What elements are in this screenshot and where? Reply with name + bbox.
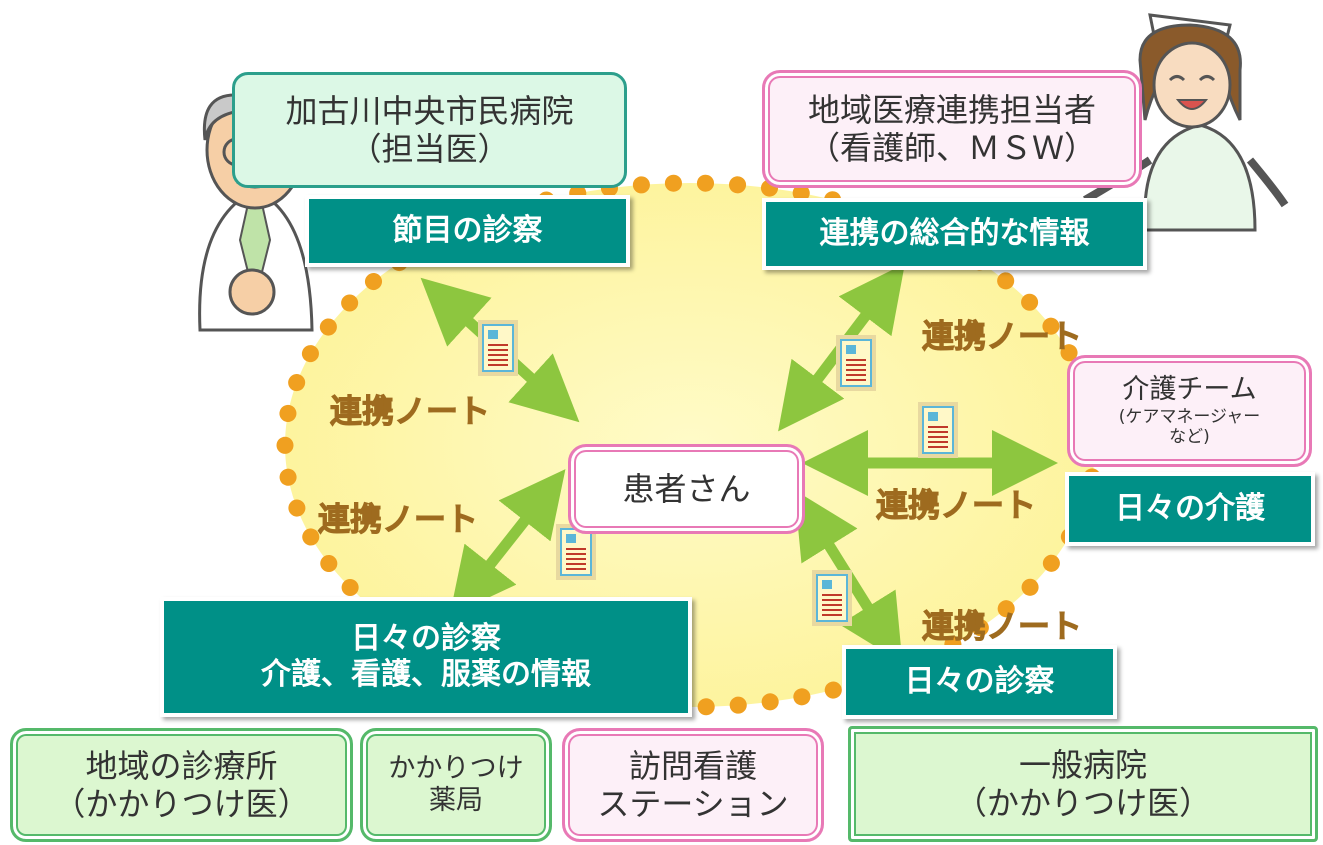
nursing-station-node: 訪問看護 ステーション xyxy=(562,728,824,842)
link-label-right-middle: 連携ノート xyxy=(875,486,1037,525)
notebook-icon xyxy=(836,335,876,391)
care-team-members: (ケアマネージャー xyxy=(1118,406,1261,427)
coordinator-roles: （看護師、ＭＳＷ） xyxy=(807,129,1096,167)
link-label-left-lower: 連携ノート xyxy=(317,500,479,539)
care-team-etc: など) xyxy=(1169,427,1210,448)
patient-label: 患者さん xyxy=(622,469,751,508)
banner-daily-exam-care-line2: 介護、看護、服薬の情報 xyxy=(261,657,591,692)
notebook-icon xyxy=(918,402,958,458)
hospital-name: 加古川中央市民病院 xyxy=(285,91,574,130)
nursing-station-line1: 訪問看護 xyxy=(628,746,757,785)
banner-coordination-info: 連携の総合的な情報 xyxy=(762,198,1147,270)
clinic-name: 地域の診療所 xyxy=(85,746,278,785)
notebook-icon xyxy=(478,320,518,376)
general-hospital-name: 一般病院 xyxy=(1018,745,1147,784)
general-hospital-node: 一般病院 （かかりつけ医） xyxy=(848,726,1318,842)
pharmacy-line1: かかりつけ xyxy=(388,752,524,784)
pharmacy-node: かかりつけ 薬局 xyxy=(360,728,552,842)
nursing-station-line2: ステーション xyxy=(597,785,789,823)
clinic-role: （かかりつけ医） xyxy=(53,785,310,823)
care-team-title: 介護チーム xyxy=(1122,374,1257,406)
coordinator-title: 地域医療連携担当者 xyxy=(807,90,1096,129)
link-label-right-lower: 連携ノート xyxy=(921,607,1083,646)
link-label-right-upper: 連携ノート xyxy=(921,317,1083,356)
coordinator-node: 地域医療連携担当者 （看護師、ＭＳＷ） xyxy=(762,70,1142,188)
hospital-node: 加古川中央市民病院 （担当医） xyxy=(232,72,627,188)
patient-node: 患者さん xyxy=(568,444,805,534)
notebook-icon xyxy=(812,570,852,626)
banner-daily-exam-care: 日々の診察 介護、看護、服薬の情報 xyxy=(160,597,692,717)
banner-daily-exam-care-line1: 日々の診察 xyxy=(351,621,501,656)
banner-daily-exam: 日々の診察 xyxy=(842,645,1117,719)
banner-daily-care: 日々の介護 xyxy=(1065,472,1315,546)
link-label-left-upper: 連携ノート xyxy=(329,392,491,431)
clinic-node: 地域の診療所 （かかりつけ医） xyxy=(10,728,353,842)
pharmacy-line2: 薬局 xyxy=(429,785,483,816)
hospital-role: （担当医） xyxy=(349,130,510,168)
general-hospital-role: （かかりつけ医） xyxy=(954,784,1212,822)
banner-milestone-exam: 節目の診察 xyxy=(305,195,630,267)
arrow-clinic-patient xyxy=(449,469,566,616)
care-team-node: 介護チーム (ケアマネージャー など) xyxy=(1067,355,1312,467)
